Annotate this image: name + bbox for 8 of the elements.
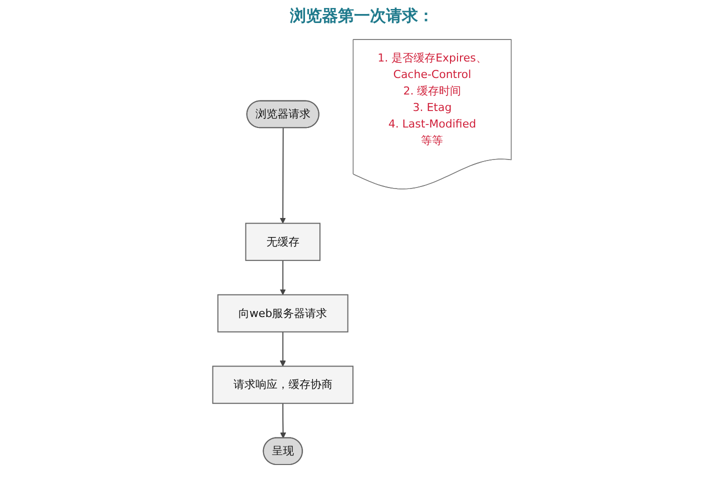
arrow: [280, 332, 286, 367]
diagram-title: 浏览器第一次请求：: [289, 6, 435, 27]
node-box: 请求响应，缓存协商: [212, 366, 354, 404]
arrow: [280, 403, 286, 438]
node-box: 无缓存: [245, 222, 320, 261]
arrow: [280, 128, 286, 224]
arrow: [280, 260, 286, 296]
node-box: 向web服务器请求: [217, 294, 348, 332]
